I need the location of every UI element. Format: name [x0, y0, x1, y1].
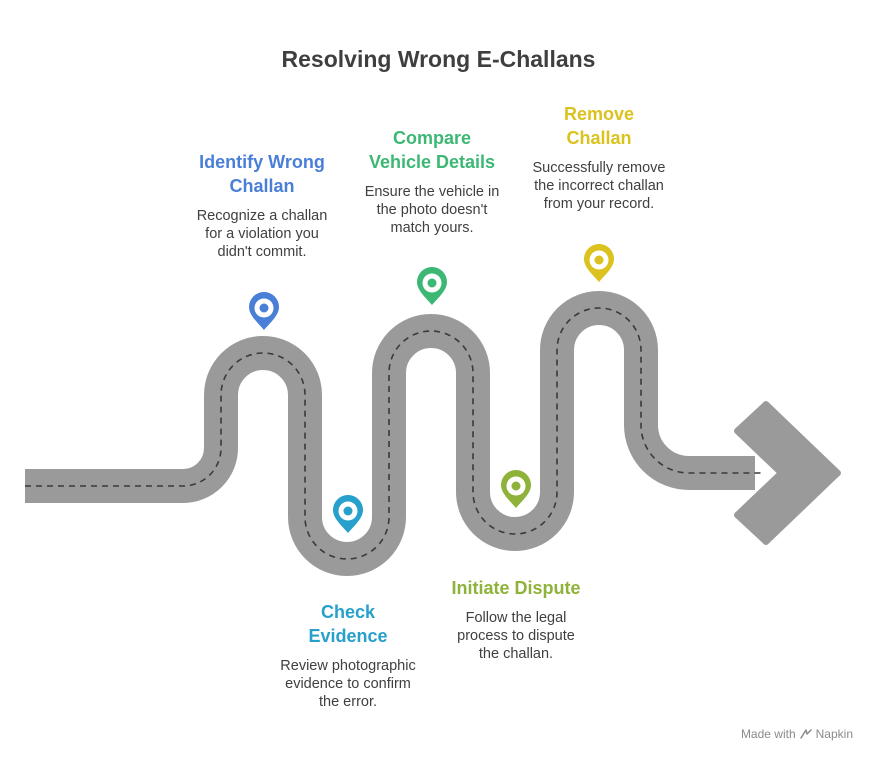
step-remove-challan: Remove Challan Successfully remove the i…: [499, 102, 699, 213]
location-pin-icon: [333, 495, 363, 533]
made-with-label: Made with: [740, 727, 796, 741]
step-title: Identify Wrong Challan: [199, 152, 325, 196]
napkin-logo-icon: [799, 729, 812, 739]
location-pin-icon: [417, 267, 447, 305]
step-description: Follow the legal process to dispute the …: [457, 610, 575, 662]
road-body: [25, 291, 755, 576]
road-arrowhead: [734, 401, 841, 545]
step-check-evidence: Check Evidence Review photographic evide…: [253, 600, 443, 711]
step-description: Ensure the vehicle in the photo doesn't …: [364, 184, 500, 236]
location-pin-icon: [584, 244, 614, 282]
page-title: Resolving Wrong E-Challans: [281, 46, 596, 72]
napkin-brand-label: Napkin: [815, 727, 853, 741]
location-pin-icon: [249, 292, 279, 330]
step-identify-wrong-challan: Identify Wrong Challan Recognize a chall…: [167, 150, 357, 261]
step-description: Review photographic evidence to confirm …: [280, 658, 416, 710]
step-title: Compare Vehicle Details: [368, 128, 496, 172]
location-pin-icon: [501, 470, 531, 508]
road-center-line: [25, 307, 765, 560]
step-title: Remove Challan: [563, 104, 635, 148]
step-title: Initiate Dispute: [451, 578, 581, 598]
step-title: Check Evidence: [308, 602, 388, 646]
step-description: Successfully remove the incorrect challa…: [532, 160, 666, 212]
step-initiate-dispute: Initiate Dispute Follow the legal proces…: [416, 576, 616, 663]
made-with-napkin-footer: Made with Napkin: [741, 727, 853, 741]
step-description: Recognize a challan for a violation you …: [196, 208, 328, 260]
step-compare-vehicle-details: Compare Vehicle Details Ensure the vehic…: [332, 126, 532, 237]
